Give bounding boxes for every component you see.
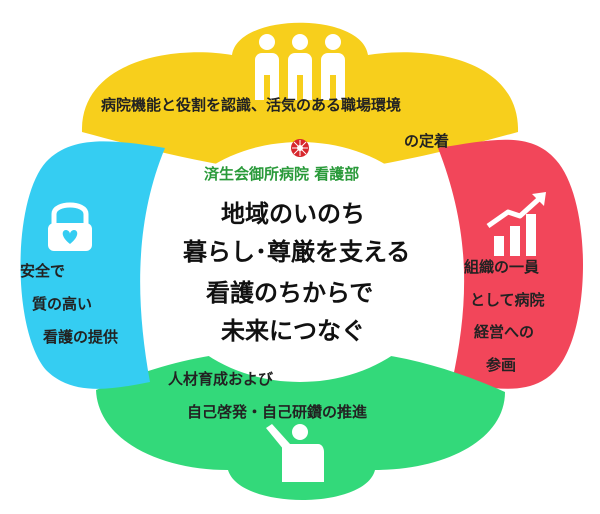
top-segment xyxy=(81,22,519,168)
people-group-icon xyxy=(255,34,345,100)
center-ellipse xyxy=(153,142,447,382)
right-segment-line1: 組織の一員 xyxy=(464,258,540,276)
top-segment-shape xyxy=(81,22,519,168)
center-line1: 地域のいのち xyxy=(221,200,365,228)
bottom-segment-line1: 人材育成および xyxy=(168,370,274,388)
center-line2: 暮らし･尊厳を支える xyxy=(183,238,411,266)
left-segment-line1: 安全で xyxy=(20,262,66,280)
right-segment-shape xyxy=(438,139,583,389)
person-raising-hand-icon xyxy=(266,424,324,482)
left-segment-line2: 質の高い xyxy=(32,295,93,313)
left-segment xyxy=(20,141,165,389)
top-segment-line1: 病院機能と役割を認識、活気のある職場環境 xyxy=(101,96,402,114)
padlock-heart-icon xyxy=(48,202,92,251)
department-name: 済生会御所病院 看護部 xyxy=(204,165,360,183)
top-segment-line2: の定着 xyxy=(404,132,450,150)
left-segment-shape xyxy=(20,141,165,389)
bottom-segment-line2: 自己啓発・自己研鑽の推進 xyxy=(187,403,368,421)
right-segment-line3: 経営への xyxy=(474,323,535,341)
center-line3: 看護のちからで xyxy=(206,279,374,307)
rising-bar-chart-icon xyxy=(486,192,546,256)
right-segment xyxy=(438,139,583,389)
center-line4: 未来につなぐ xyxy=(221,317,365,345)
right-segment-line4: 参画 xyxy=(486,356,517,374)
right-segment-line2: として病院 xyxy=(470,291,545,309)
left-segment-line3: 看護の提供 xyxy=(43,328,119,346)
saiseikai-emblem-icon xyxy=(291,139,309,157)
